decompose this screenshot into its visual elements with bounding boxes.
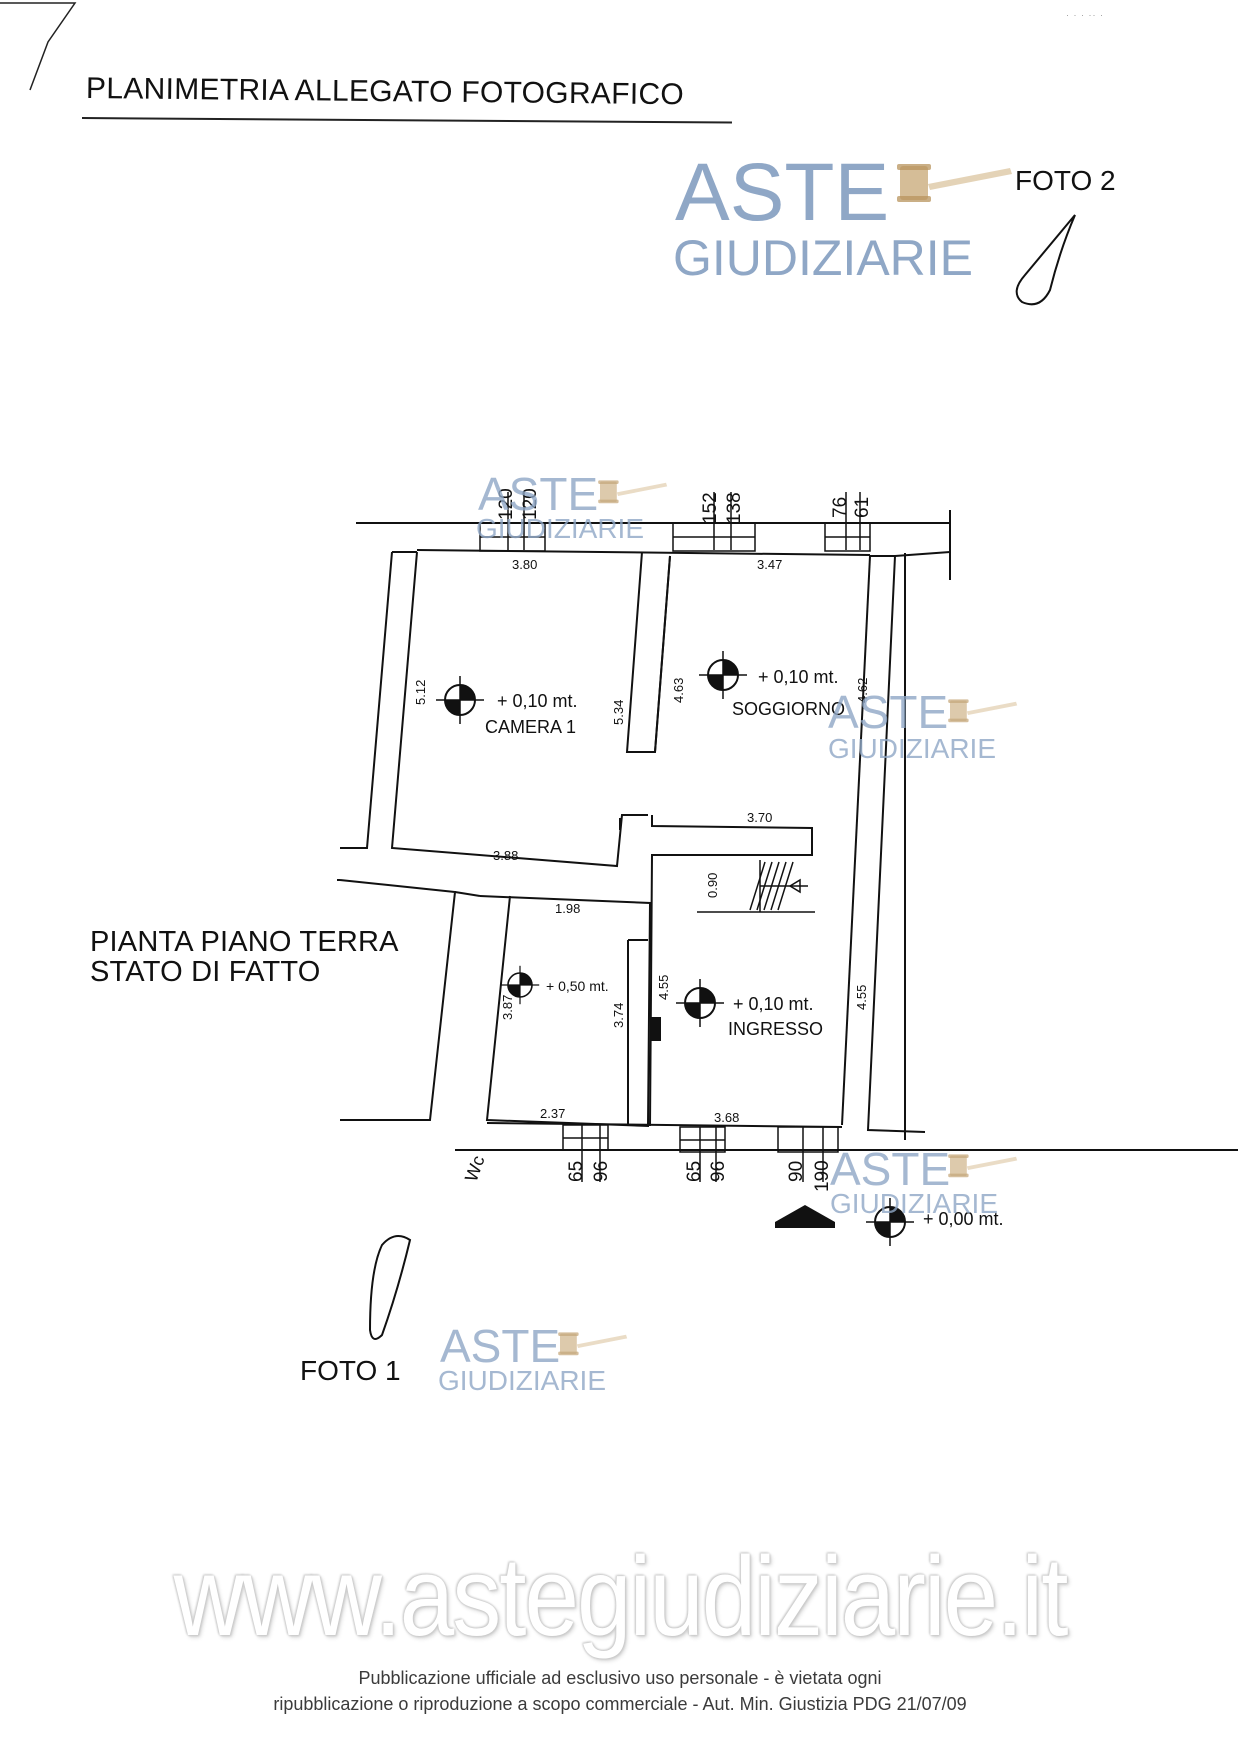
watermark-plan-right: ASTE GIUDIZIARIE <box>828 686 1018 764</box>
dim-ingresso-bottom: 3.68 <box>714 1110 739 1125</box>
dim-soggiorno-top: 3.47 <box>757 557 782 572</box>
opening-door-b: 190 <box>812 1160 833 1192</box>
watermark-url: www.astegiudiziarie.it <box>173 1532 1069 1660</box>
scan-corner-mark: · · · ·· · <box>1066 10 1104 20</box>
camera1-name: CAMERA 1 <box>485 717 576 737</box>
watermark-foto1: ASTE GIUDIZIARIE <box>438 1320 628 1396</box>
level-marker-ingresso <box>675 978 725 1028</box>
dim-camera1-top: 3.80 <box>512 557 537 572</box>
opening-wc-b: 96 <box>591 1161 612 1182</box>
svg-text:GIUDIZIARIE: GIUDIZIARIE <box>828 733 996 764</box>
outside-level: + 0,00 mt. <box>923 1209 1004 1229</box>
dim-camera1-right: 5.34 <box>611 700 626 725</box>
plan-title-line1: PIANTA PIANO TERRA <box>90 926 399 958</box>
opening-wc-a: 65 <box>566 1161 587 1182</box>
dim-wc-left: 3.87 <box>500 995 515 1020</box>
wc-level: + 0,50 mt. <box>546 978 609 994</box>
scan-mark <box>0 2 77 91</box>
svg-text:ASTE: ASTE <box>440 1320 560 1372</box>
opening-soggiorno-a: 152 <box>700 492 721 524</box>
wc-name: Wc <box>461 1153 489 1184</box>
svg-text:GIUDIZIARIE: GIUDIZIARIE <box>830 1188 998 1219</box>
ingresso-level: + 0,10 mt. <box>733 994 814 1014</box>
windows <box>479 492 871 1182</box>
dim-wc-bottom: 2.37 <box>540 1106 565 1121</box>
dim-wc-right: 3.74 <box>611 1003 626 1028</box>
svg-text:GIUDIZIARIE: GIUDIZIARIE <box>438 1365 606 1396</box>
soggiorno-level: + 0,10 mt. <box>758 667 839 687</box>
dim-soggiorno-right: 4.62 <box>855 678 870 703</box>
disclaimer-line1: Pubblicazione ufficiale ad esclusivo uso… <box>358 1668 882 1688</box>
dim-ingresso-left: 4.55 <box>656 975 671 1000</box>
watermark-plan-top: ASTE GIUDIZIARIE <box>476 468 668 544</box>
opening-camera1-a: 120 <box>496 488 517 520</box>
dim-camera1-bottom: 3.88 <box>493 848 518 863</box>
dim-camera1-left: 5.12 <box>413 680 428 705</box>
walls <box>337 510 1238 1151</box>
opening-small-a: 76 <box>830 497 851 518</box>
foto1-label: FOTO 1 <box>300 1355 401 1386</box>
plan-title-line2: STATO DI FATTO <box>90 956 321 988</box>
level-marker-soggiorno <box>698 650 748 700</box>
dim-hall-top: 3.70 <box>747 810 772 825</box>
foto1-direction-icon <box>368 1235 412 1340</box>
disclaimer-line2: ripubblicazione o riproduzione a scopo c… <box>273 1694 967 1714</box>
svg-text:ASTE: ASTE <box>830 1143 950 1195</box>
camera1-level: + 0,10 mt. <box>497 691 578 711</box>
opening-ingresso-a: 65 <box>684 1161 705 1182</box>
opening-camera1-b: 120 <box>520 488 541 520</box>
ingresso-name: INGRESSO <box>728 1019 823 1039</box>
svg-text:ASTE: ASTE <box>478 468 598 520</box>
opening-soggiorno-b: 138 <box>724 492 745 524</box>
opening-door-a: 90 <box>786 1161 807 1182</box>
entrance-arrow-icon <box>775 1205 835 1228</box>
opening-small-b: 61 <box>852 497 873 518</box>
foto2-label: FOTO 2 <box>1015 165 1116 196</box>
foto2-direction-icon <box>1015 214 1076 306</box>
dim-ingresso-right: 4.55 <box>854 985 869 1010</box>
svg-text:GIUDIZIARIE: GIUDIZIARIE <box>476 513 644 544</box>
svg-text:ASTE: ASTE <box>828 686 948 738</box>
watermark-plan-bottom: ASTE GIUDIZIARIE <box>830 1143 1018 1219</box>
svg-text:GIUDIZIARIE: GIUDIZIARIE <box>673 230 973 286</box>
opening-ingresso-b: 96 <box>708 1161 729 1182</box>
soggiorno-name: SOGGIORNO <box>732 699 845 719</box>
svg-text:ASTE: ASTE <box>675 147 889 238</box>
watermark-large: ASTE GIUDIZIARIE <box>673 147 1012 286</box>
dim-wc-top: 1.98 <box>555 901 580 916</box>
dim-stair-width: 0.90 <box>705 873 720 898</box>
level-marker-camera1 <box>435 675 485 725</box>
dim-soggiorno-left: 4.63 <box>671 678 686 703</box>
